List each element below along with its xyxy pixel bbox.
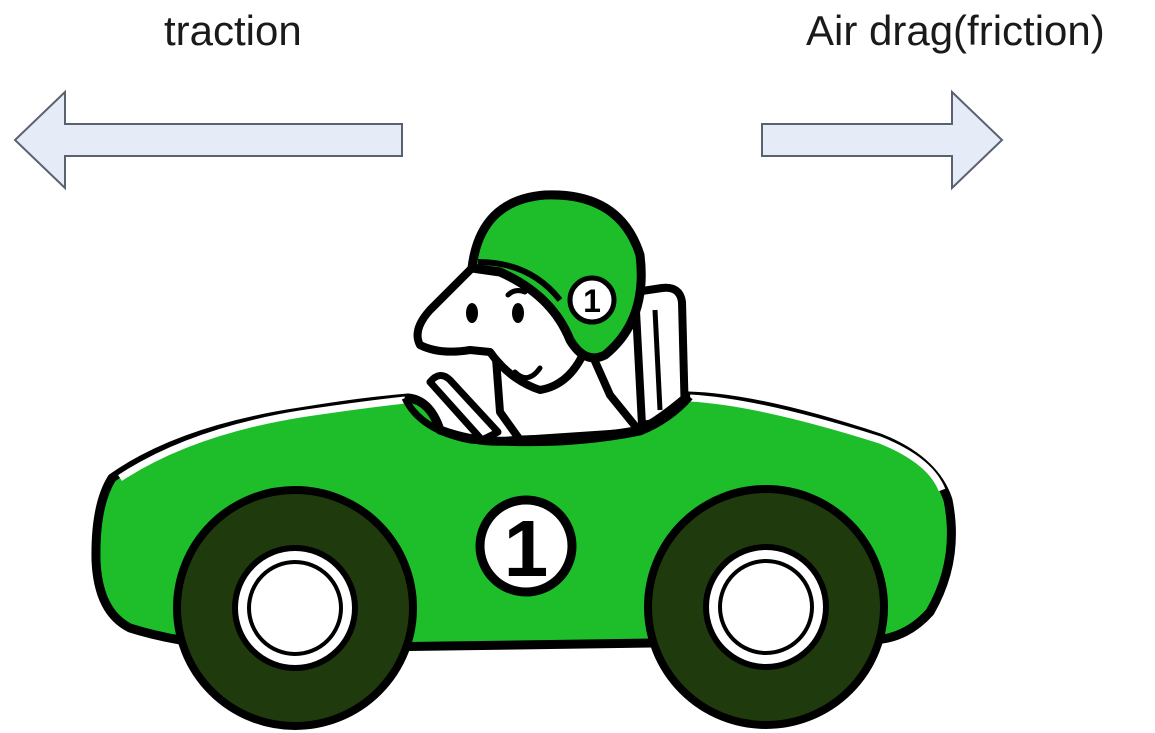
left-eye-icon: [466, 303, 478, 323]
traction-arrow: [15, 92, 402, 188]
right-eye-icon: [512, 303, 524, 323]
car-number-badge: 1: [480, 500, 572, 593]
rear-wheel-icon: [177, 490, 413, 726]
car-number: 1: [504, 504, 549, 593]
helmet-number: 1: [583, 283, 601, 319]
air-drag-arrow: [762, 92, 1002, 188]
front-wheel-icon: [648, 489, 884, 725]
